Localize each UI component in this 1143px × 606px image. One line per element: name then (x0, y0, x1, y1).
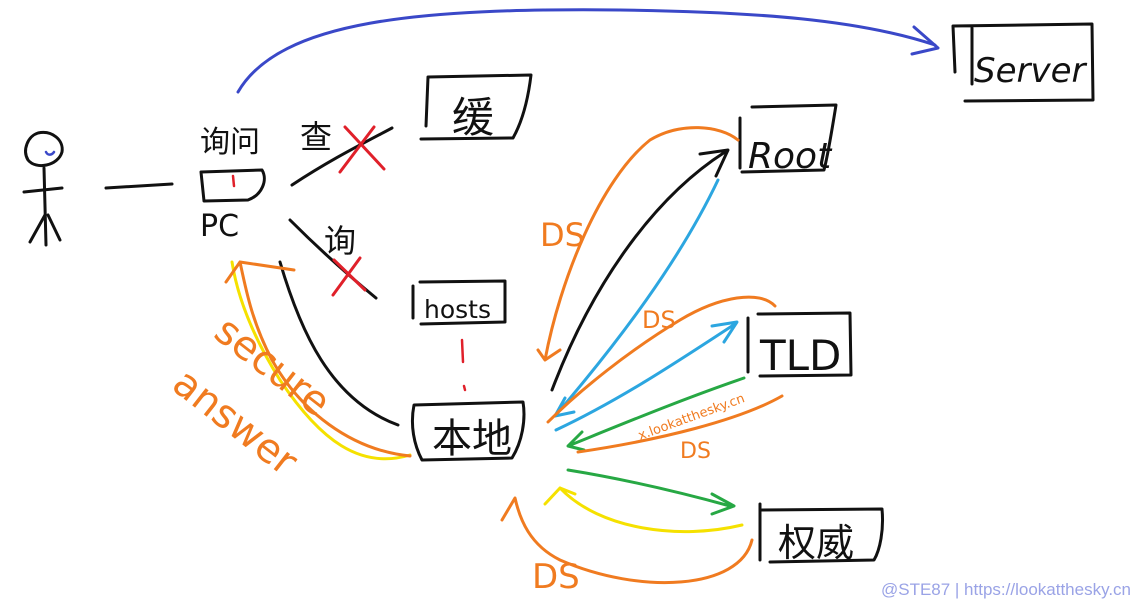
local-to-auth-request (566, 468, 736, 516)
auth-ds-orange (500, 496, 754, 585)
local-to-tld-request (554, 320, 739, 432)
auth-ds-label: DS (532, 557, 580, 597)
cache-query-branch: 查 (290, 118, 394, 187)
tld-ds-label: DS (642, 306, 676, 334)
blue-arc-to-server (236, 8, 937, 94)
blue-arrowhead (910, 25, 940, 56)
hosts-query-branch: 询 (288, 218, 378, 300)
root-node: Root (738, 103, 838, 177)
user-stick-figure (22, 130, 64, 247)
secure-answer-yellow (230, 260, 412, 461)
server-node: Server (951, 22, 1095, 103)
hosts-label: hosts (424, 295, 491, 324)
query-label: 询 (324, 222, 356, 260)
watermark: @STE87 | https://lookatthesky.cn (880, 580, 1131, 599)
server-label: Server (974, 51, 1088, 91)
tld-low-ds-label: DS (680, 439, 711, 464)
authoritative-node: 权威 (758, 502, 884, 565)
root-label: Root (748, 136, 833, 177)
ask-label: 询问 (200, 125, 260, 160)
tld-ds-orange-low (576, 394, 784, 454)
secure-answer-orange (224, 260, 412, 458)
tld-label: TLD (759, 331, 841, 380)
root-to-local-response (553, 178, 720, 418)
cache-node: 缓 (419, 73, 533, 142)
pc-label: PC (200, 209, 239, 244)
tld-to-local-response (566, 376, 746, 452)
local-to-root-request (550, 148, 730, 392)
pc-node: PC 询问 (199, 125, 266, 244)
root-ds-orange (536, 126, 740, 362)
hosts-node: hosts (411, 279, 507, 392)
tld-ds-orange (546, 295, 777, 424)
local-resolver-node: 本地 (410, 400, 526, 462)
user-pc-link (104, 182, 174, 190)
root-ds-label: DS (540, 216, 585, 254)
auth-to-local-yellow (543, 486, 744, 534)
pc-to-local-link (278, 260, 400, 427)
check-label: 查 (300, 118, 332, 156)
cache-label: 缓 (452, 93, 494, 142)
local-label: 本地 (432, 416, 512, 462)
tld-node: TLD (746, 311, 853, 380)
authoritative-label: 权威 (778, 521, 854, 565)
